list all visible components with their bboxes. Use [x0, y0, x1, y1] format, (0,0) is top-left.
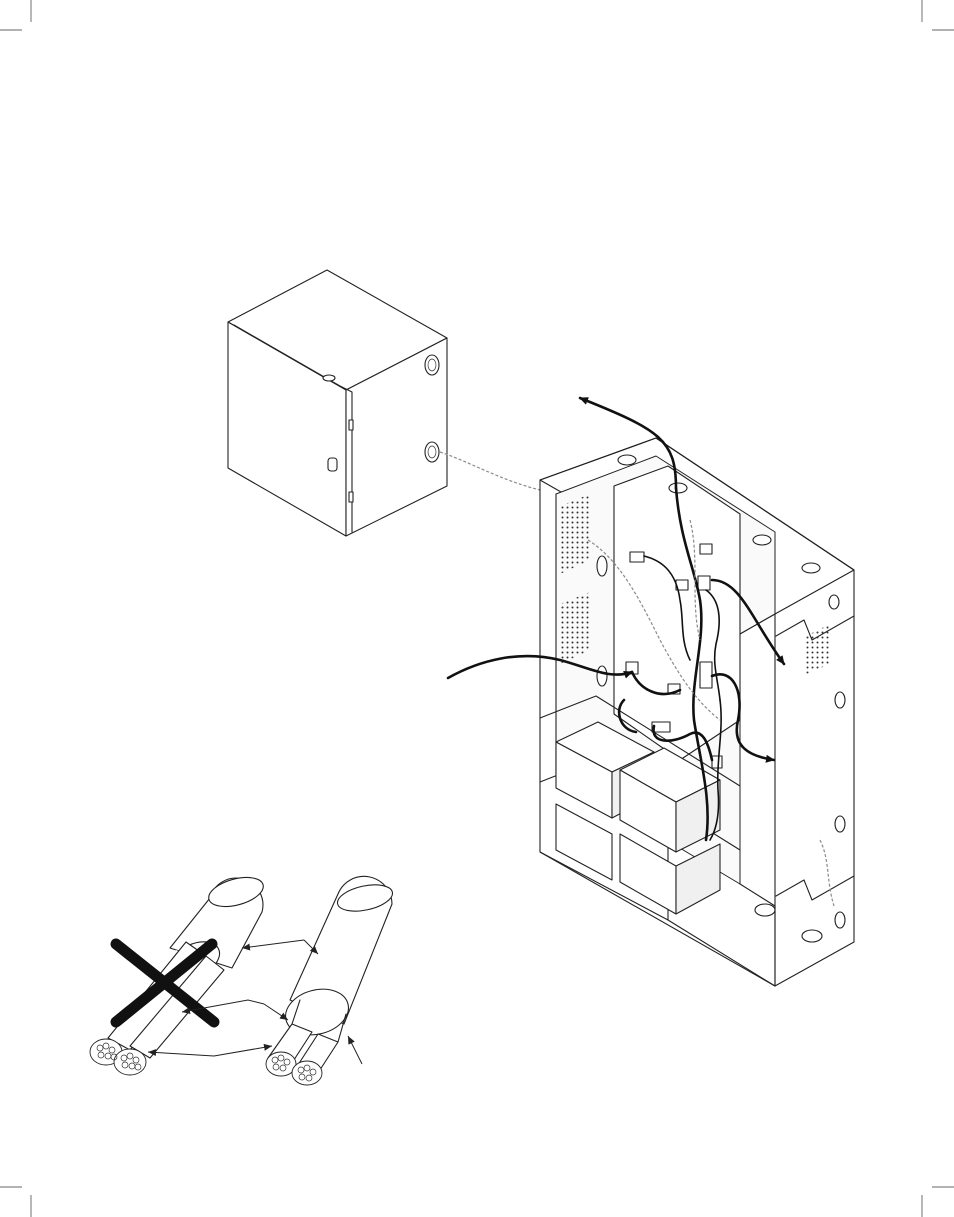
leader-conductor [148, 1052, 214, 1056]
small-enclosure [228, 270, 447, 536]
knockout-icon [618, 455, 636, 465]
knockout-icon [425, 442, 439, 462]
wire-strand-end [292, 1061, 322, 1085]
leader-cable [348, 1036, 362, 1064]
knockout-icon [669, 483, 687, 493]
knockout-icon [753, 535, 771, 545]
knockout-icon [425, 355, 439, 375]
incorrect-cable [90, 872, 266, 1075]
knockout-icon [835, 692, 845, 708]
wire-strand-end [266, 1052, 296, 1076]
knockout-icon [835, 816, 845, 832]
cable-comparison [90, 872, 395, 1085]
knockout-icon [755, 904, 775, 916]
leader-jacket [242, 940, 304, 948]
knockout-icon [597, 666, 607, 686]
knockout-icon [802, 563, 820, 573]
knockout-icon [835, 912, 845, 928]
power-supply-cabinet [540, 438, 854, 986]
knockout-icon [597, 556, 607, 576]
correct-cable [266, 876, 395, 1085]
knockout-icon [802, 930, 822, 942]
knockout-icon [829, 595, 839, 609]
